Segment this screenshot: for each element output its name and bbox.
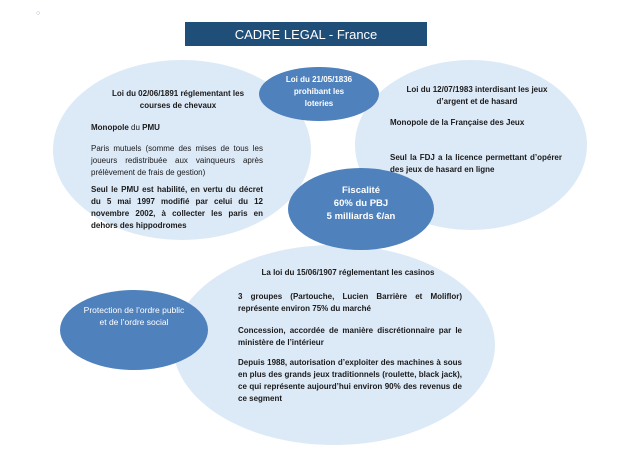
bottom-heading: La loi du 15/06/1907 réglementant les ca…: [261, 268, 435, 277]
left-monopole: Monopole du PMU: [91, 122, 271, 134]
fiscalite-block: Fiscalité 60% du PBJ 5 milliards €/an: [300, 184, 422, 223]
bottom-concession: Concession, accordée de manière discréti…: [238, 326, 462, 347]
right-monopole: Monopole de la Française des Jeux: [390, 118, 525, 127]
left-monopole-name: PMU: [142, 123, 160, 132]
page-title: CADRE LEGAL - France: [234, 26, 378, 42]
protection-text: Protection de l’ordre public et de l’ord…: [83, 305, 185, 327]
ellipse-casinos: [173, 245, 495, 445]
left-pmu-text: Seul le PMU est habilité, en vertu du dé…: [91, 185, 263, 230]
fiscalite-title: Fiscalité: [341, 185, 381, 196]
fiscalite-line1: 60% du PBJ: [333, 198, 389, 209]
right-fdj: Seul la FDJ a la licence permettant d’op…: [390, 153, 562, 174]
ellipse-protection: [60, 290, 208, 370]
bottom-machines: Depuis 1988, autorisation d’exploiter de…: [238, 358, 462, 403]
ellipse-fiscalite: [288, 168, 434, 250]
right-heading: Loi du 12/07/1983 interdisant les jeux d…: [406, 85, 548, 106]
loteries-text: Loi du 21/05/1836 prohibant les loteries: [285, 75, 353, 108]
corner-mark: ○: [36, 10, 41, 17]
page-title-bar: CADRE LEGAL - France: [185, 22, 427, 46]
bottom-groupes: 3 groupes (Partouche, Lucien Barrière et…: [238, 292, 462, 313]
left-heading: Loi du 02/06/1891 réglementant les cours…: [111, 89, 245, 110]
ellipse-loteries: [259, 67, 379, 121]
left-paris-mutuels: Paris mutuels (somme des mises de tous l…: [91, 144, 263, 177]
left-monopole-du: du: [128, 123, 143, 132]
fiscalite-line2: 5 milliards €/an: [326, 211, 396, 222]
left-monopole-prefix: Monopole: [91, 123, 129, 132]
